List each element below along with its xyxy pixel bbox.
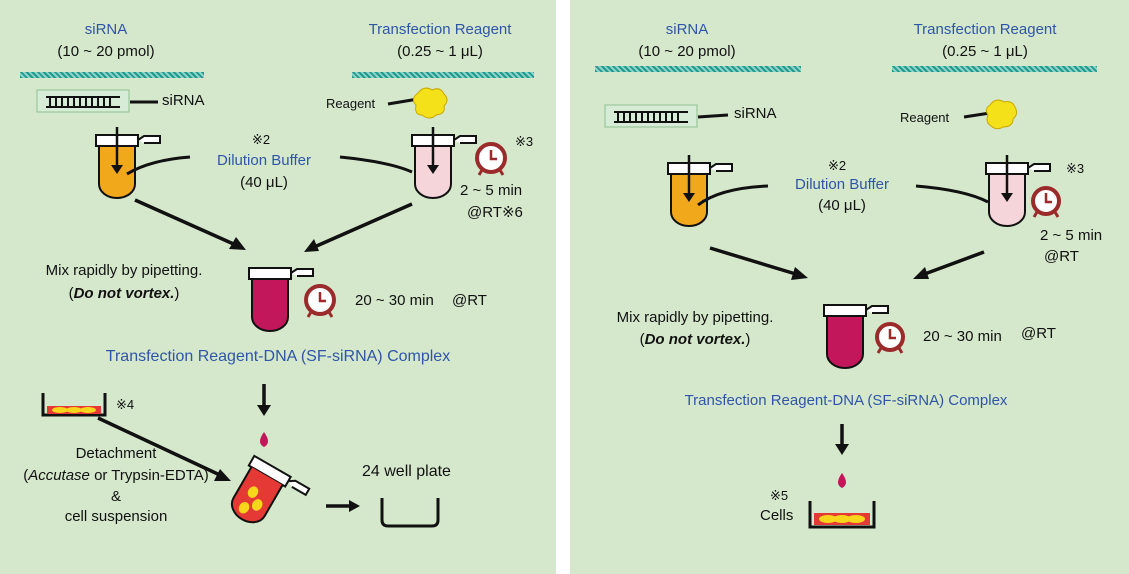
no-vortex-note: (Do not vortex.) (68, 285, 180, 302)
cell-suspension-tube-icon (230, 454, 311, 524)
reagent-label-right: Reagent (900, 110, 950, 125)
arrow-dish-to-tube (97, 416, 223, 478)
note-3: ※3 (515, 134, 534, 149)
detachment-label: Detachment (75, 445, 157, 462)
mix-time: 20 ~ 30 min (355, 292, 434, 309)
sirna-header-bar (20, 72, 204, 78)
reagent-header-bar-right (892, 66, 1097, 72)
sirna-label: siRNA (162, 92, 205, 109)
pink-tube-icon-right (985, 155, 1051, 227)
sirna-amount: (10 ~ 20 pmol) (57, 43, 155, 60)
right-diagram-graphics (604, 99, 1061, 529)
sirna-title-right: siRNA (665, 21, 709, 38)
buffer-line-left-right-panel (697, 184, 769, 207)
buffer-line-right-right-panel (915, 184, 989, 204)
complex-label: Transfection Reagent-DNA (SF-siRNA) Comp… (105, 348, 451, 365)
mix-instruction-right: Mix rapidly by pipetting. (616, 309, 774, 326)
dilution-volume-right: (40 μL) (818, 197, 866, 214)
well-plate-icon (380, 498, 440, 528)
arrow-to-mix-left (134, 198, 239, 248)
incubation-time: 2 ~ 5 min (460, 182, 523, 199)
complex-tube-icon-right (823, 304, 889, 369)
cells-label: Cells (760, 507, 794, 524)
reagent-title: Transfection Reagent (368, 21, 512, 38)
panel-left-protocol: siRNA (10 ~ 20 pmol) Transfection Reagen… (0, 0, 556, 574)
arrow-to-mix-right-right-panel (921, 250, 985, 277)
reagent-title-right: Transfection Reagent (913, 21, 1057, 38)
note-4: ※4 (116, 397, 135, 412)
reagent-header-bar (352, 72, 534, 78)
sirna-amount-right: (10 ~ 20 pmol) (638, 43, 736, 60)
mix-temp-right: @RT (1021, 325, 1056, 342)
cell-suspension-label: cell suspension (64, 508, 168, 525)
note-3-right: ※3 (1066, 161, 1085, 176)
note-2: ※2 (252, 132, 271, 147)
dilution-buffer-label: Dilution Buffer (217, 152, 311, 169)
timer-clock-icon (475, 142, 507, 176)
complex-label-right: Transfection Reagent-DNA (SF-siRNA) Comp… (684, 392, 1008, 409)
reagent-blob-icon-right (963, 99, 1018, 130)
buffer-line-right (339, 155, 413, 174)
incubation-time-right: 2 ~ 5 min (1040, 227, 1103, 244)
pink-tube-icon (411, 127, 477, 199)
sirna-title: siRNA (84, 21, 128, 38)
cells-dish-icon-right (808, 501, 876, 529)
no-vortex-note-right: (Do not vortex.) (639, 331, 751, 348)
droplet-icon (260, 432, 268, 447)
note-2-right: ※2 (828, 158, 847, 173)
detachment-reagents: (Accutase or Trypsin-EDTA) (23, 467, 209, 484)
dilution-buffer-label-right: Dilution Buffer (795, 176, 889, 193)
mix-instruction: Mix rapidly by pipetting. (45, 262, 203, 279)
timer-clock-icon-2-right (875, 322, 905, 354)
plate-label: 24 well plate (362, 463, 451, 480)
arrow-to-mix-right (311, 202, 413, 250)
orange-tube-icon (95, 127, 161, 199)
reagent-blob-icon (387, 87, 448, 119)
incubation-temp-right: @RT (1044, 248, 1079, 265)
complex-tube-icon (248, 267, 314, 332)
mix-time-right: 20 ~ 30 min (923, 328, 1002, 345)
incubation-temp: @RT※6 (467, 204, 523, 221)
mix-temp: @RT (452, 292, 487, 309)
note-5: ※5 (770, 488, 789, 503)
reagent-amount: (0.25 ~ 1 μL) (397, 43, 483, 60)
orange-tube-icon-right (667, 155, 733, 227)
ampersand: & (110, 488, 122, 505)
left-diagram-graphics (36, 87, 507, 528)
timer-clock-icon-right (1031, 186, 1061, 218)
dilution-volume: (40 μL) (240, 174, 288, 191)
arrow-to-mix-left-right-panel (709, 246, 800, 277)
reagent-amount-right: (0.25 ~ 1 μL) (942, 43, 1028, 60)
sirna-label-right: siRNA (734, 105, 777, 122)
droplet-icon-right (838, 473, 846, 488)
cell-dish-icon (41, 393, 107, 417)
panel-right-protocol: siRNA (10 ~ 20 pmol) Transfection Reagen… (570, 0, 1129, 574)
sirna-duplex-icon-right (604, 104, 729, 128)
timer-clock-icon-2 (304, 284, 336, 318)
reagent-label: Reagent (326, 96, 376, 111)
sirna-header-bar-right (595, 66, 801, 72)
buffer-line-left (126, 155, 191, 176)
sirna-duplex-icon (36, 89, 158, 113)
